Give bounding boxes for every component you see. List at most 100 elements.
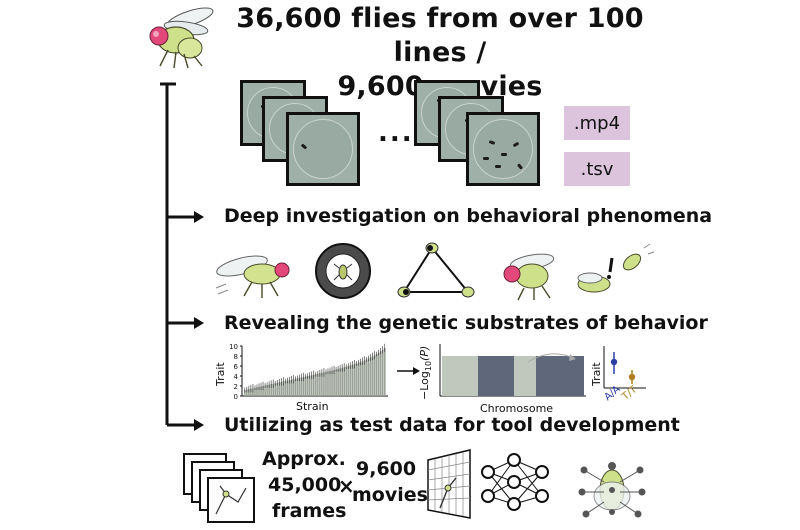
genotype-aa-point	[610, 358, 618, 366]
trait-bar	[244, 390, 246, 396]
flow-connector	[160, 82, 204, 431]
manhattan-chromosome-band	[442, 356, 478, 396]
trait-plot-svg: 0 2 4 6 8 10	[229, 343, 388, 400]
trait-bar	[290, 379, 293, 396]
trait-bar	[304, 376, 307, 396]
trait-bar	[308, 375, 311, 396]
trait-bar	[339, 368, 341, 396]
trait-bar	[373, 355, 376, 396]
header-line-1: 36,600 flies from over 100 lines /	[236, 3, 644, 68]
trait-bar	[367, 358, 370, 396]
neural-network-icon	[481, 453, 549, 511]
trait-bar	[284, 381, 287, 396]
times-symbol: ×	[338, 474, 355, 498]
trait-bar	[345, 366, 348, 396]
manhattan-chart: −Log10(P) Chromosome	[418, 338, 588, 416]
trait-bar	[341, 367, 343, 396]
trait-ytick-label: 6	[234, 363, 239, 371]
trait-bar	[347, 366, 350, 396]
trait-bar	[286, 380, 289, 396]
mp4-tag: .mp4	[564, 106, 630, 140]
trait-bar	[343, 367, 346, 396]
trait-bar	[357, 362, 360, 396]
trait-bar	[260, 386, 262, 396]
trait-bar	[264, 385, 266, 396]
frames-count: 45,000	[268, 474, 342, 496]
manhattan-chromosome-band	[478, 356, 514, 396]
trait-ytick-label: 2	[234, 383, 238, 391]
manhattan-chromosome-band	[536, 356, 584, 396]
trait-bar	[248, 389, 250, 396]
trait-bar	[359, 362, 362, 396]
ellipsis: ...	[378, 118, 414, 148]
frame-stack-icon	[183, 453, 255, 523]
frames-label: frames	[272, 500, 347, 522]
trait-bar	[268, 384, 270, 396]
trait-bar	[276, 382, 279, 396]
trait-bar	[369, 357, 372, 396]
trait-bar	[296, 378, 299, 396]
approx-label: Approx.	[262, 448, 346, 470]
trait-bar	[272, 383, 275, 396]
trait-bar	[333, 369, 335, 396]
trait-bar	[306, 376, 309, 396]
trait-bar	[310, 375, 313, 396]
trait-bar	[335, 369, 337, 396]
trait-bar	[300, 377, 303, 396]
genotype-plot-svg	[603, 346, 646, 389]
trait-bar	[353, 364, 356, 396]
trait-bar	[323, 372, 325, 396]
trait-bar	[361, 361, 364, 396]
trait-bar	[365, 359, 368, 396]
movies-label: movies	[352, 484, 428, 506]
fly-header-icon	[138, 2, 218, 72]
courtship-flies-icon	[577, 243, 655, 293]
trait-bar	[381, 349, 384, 396]
trait-bar	[363, 360, 366, 396]
trait-bar	[266, 385, 268, 396]
trait-bar	[315, 374, 317, 396]
trait-xlabel: Strain	[296, 400, 329, 413]
trait-bar	[294, 378, 297, 396]
trait-ytick-label: 8	[234, 353, 238, 361]
trait-bar	[337, 368, 339, 396]
section-tool-development: Utilizing as test data for tool developm…	[224, 414, 680, 436]
trait-bar	[270, 384, 272, 396]
trait-bar	[280, 381, 283, 396]
trait-bar	[371, 356, 374, 396]
trait-bar	[351, 364, 354, 396]
pose-estimation-fly-icon	[578, 462, 646, 518]
trait-ytick-label: 0	[234, 393, 238, 400]
chart-arrow	[397, 367, 420, 375]
manhattan-chromosome-band	[514, 356, 536, 396]
walking-fly-icon	[215, 255, 290, 298]
movies-count: 9,600	[356, 458, 417, 480]
trait-bar	[321, 372, 323, 396]
trait-bar	[375, 353, 378, 396]
trait-bar	[278, 382, 281, 396]
movie-frame	[466, 112, 540, 186]
trait-bar	[317, 373, 319, 396]
trait-bar	[377, 352, 380, 396]
section-genetic-substrates: Revealing the genetic substrates of beha…	[224, 312, 708, 334]
trait-bar	[383, 348, 386, 396]
section-behavioral-phenomena: Deep investigation on behavioral phenome…	[224, 205, 713, 227]
trait-bar	[329, 370, 331, 396]
genotype-tt-point	[628, 373, 636, 381]
manhattan-plot-svg	[439, 344, 586, 397]
trait-bar	[325, 371, 327, 396]
trait-ytick-label: 4	[234, 373, 239, 381]
trait-bar	[379, 351, 382, 396]
grooming-fly-icon	[503, 253, 555, 301]
trait-ytick-label: 10	[229, 343, 238, 351]
trait-bar	[312, 374, 315, 396]
manhattan-xlabel: Chromosome	[480, 402, 554, 415]
trait-bar	[246, 389, 248, 396]
manhattan-highlight-arrowhead	[569, 354, 576, 361]
trait-bar	[274, 383, 277, 396]
trait-bar	[258, 386, 260, 396]
trait-bar	[254, 387, 256, 396]
trait-bar	[327, 371, 329, 396]
trait-bar	[282, 381, 285, 396]
